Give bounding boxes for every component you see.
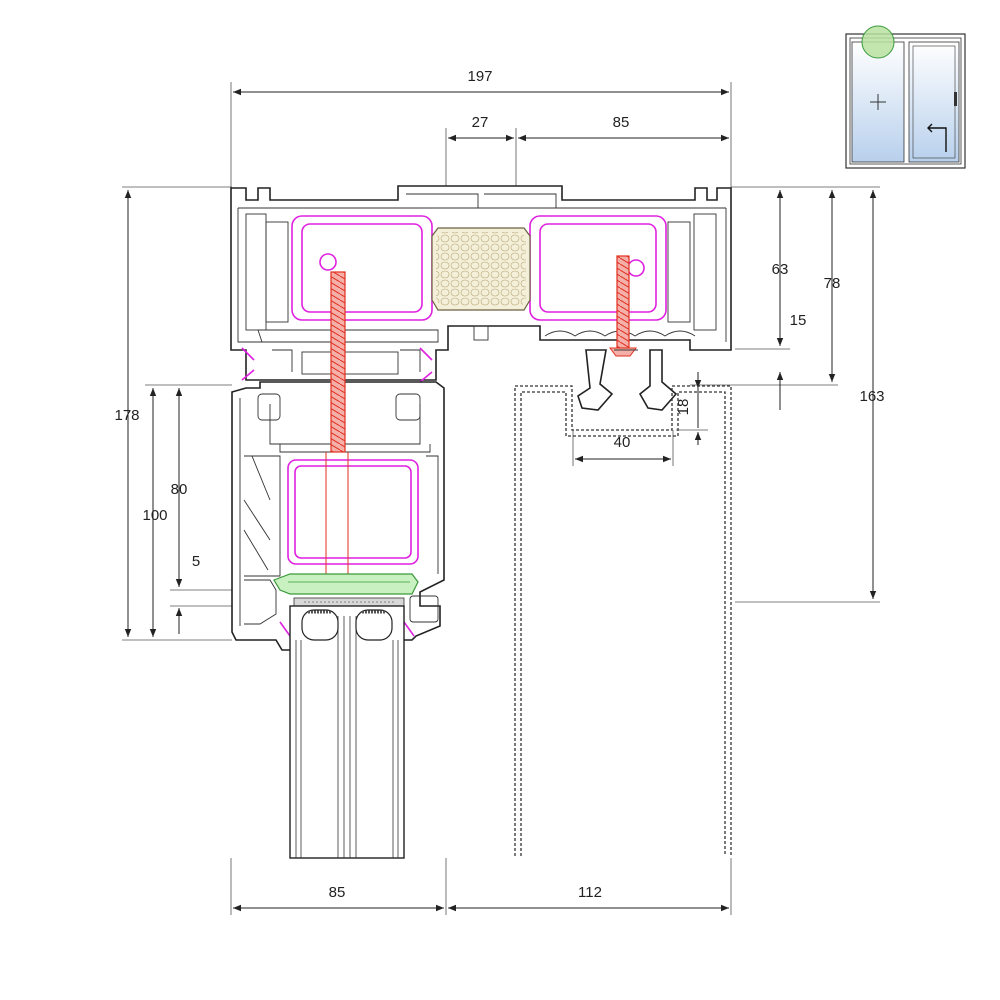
left-dimensions: 178 100 80 5 <box>114 186 232 641</box>
dim-label-112: 112 <box>578 884 602 901</box>
dim-label-18: 18 <box>675 399 692 416</box>
dim-label-15: 15 <box>790 312 807 329</box>
window-type-thumbnail <box>845 25 966 169</box>
sliding-track <box>577 349 678 411</box>
top-dimensions: 197 27 85 <box>230 68 732 190</box>
dim-label-85-bottom: 85 <box>329 884 346 901</box>
right-dimensions: 63 15 78 163 <box>690 186 885 603</box>
dim-label-80: 80 <box>171 481 188 498</box>
dim-label-178: 178 <box>114 407 139 424</box>
thermal-break <box>431 227 531 311</box>
bottom-dimensions: 85 112 <box>230 858 732 915</box>
dim-label-40: 40 <box>614 434 631 451</box>
rail-dimensions: 40 18 <box>572 372 708 466</box>
reinforcement-sash <box>287 459 419 565</box>
reinforcement-right-head <box>529 215 667 321</box>
dim-label-163: 163 <box>859 388 884 405</box>
plus-icon <box>870 94 886 110</box>
slide-arrow-icon <box>927 123 947 152</box>
fixing-screws <box>325 255 637 575</box>
dim-label-197: 197 <box>467 68 492 85</box>
dim-label-100: 100 <box>142 507 167 524</box>
highlight-circle-icon <box>861 25 895 59</box>
dim-label-63: 63 <box>772 261 789 278</box>
reinforcement-left-head <box>291 215 433 321</box>
dim-label-78: 78 <box>824 275 841 292</box>
glazing-unit <box>289 605 405 859</box>
sliding-pane <box>908 41 960 163</box>
dim-label-27: 27 <box>472 114 489 131</box>
handle-icon <box>954 92 957 106</box>
dim-label-85-top: 85 <box>613 114 630 131</box>
glazing-gasket <box>273 573 419 607</box>
adjacent-sash-outline <box>514 385 732 856</box>
dim-label-5: 5 <box>192 553 200 570</box>
